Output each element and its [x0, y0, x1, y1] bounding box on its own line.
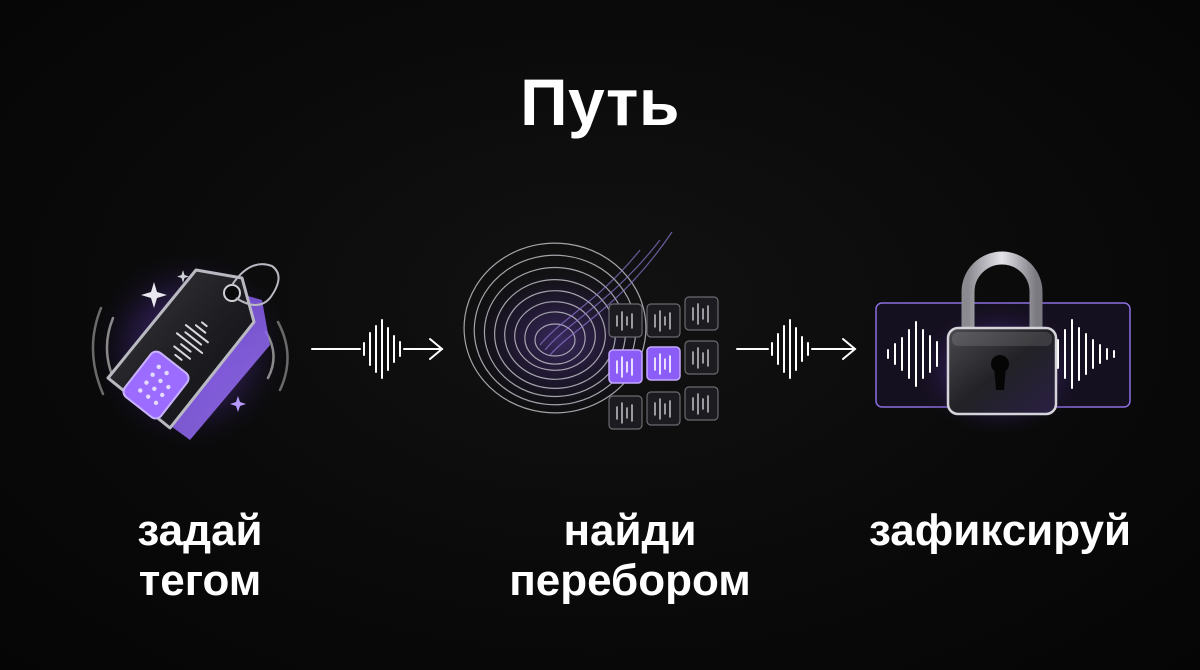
- arrow-right-icon: [736, 319, 857, 379]
- waveform-search-icon: [460, 231, 719, 430]
- padlock-icon: [875, 251, 1131, 440]
- step-label-tag: задай тегом: [95, 506, 305, 606]
- step-label-search: найди перебором: [480, 506, 780, 606]
- tag-icon: [85, 245, 295, 455]
- step-label-line: найди: [563, 506, 697, 555]
- arrow-right-icon: [311, 319, 444, 379]
- step-label-line: задай: [137, 506, 263, 555]
- diagram-title: Путь: [520, 65, 680, 139]
- step-label-line: перебором: [509, 556, 751, 605]
- step-label-line: тегом: [138, 556, 262, 605]
- step-label-line: зафиксируй: [868, 506, 1132, 555]
- step-label-lock: зафиксируй: [820, 506, 1180, 556]
